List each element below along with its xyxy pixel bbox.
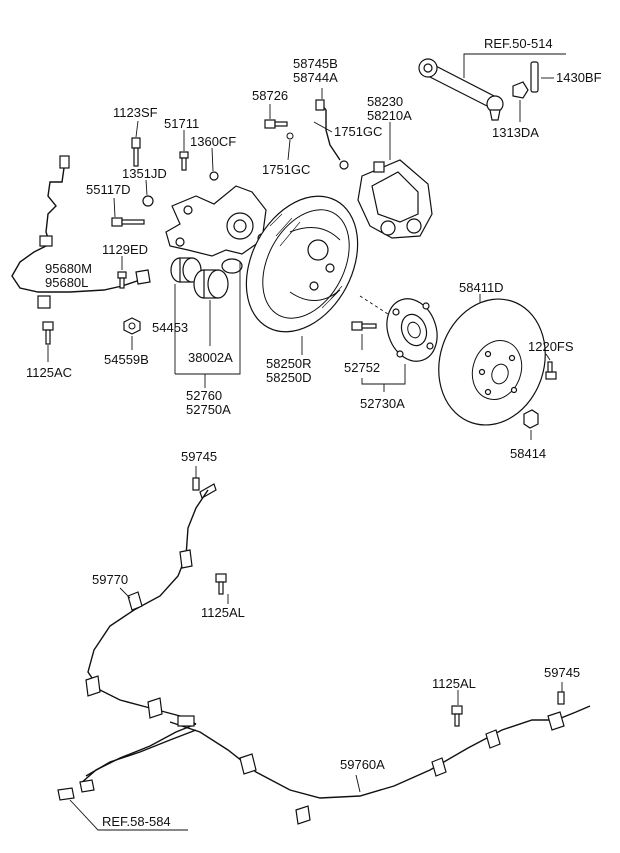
parking-cable-59770 [79,489,209,785]
nut-1313da [512,81,529,122]
rear-knuckle [165,185,267,257]
label-95680m[interactable]: 95680M [45,261,92,276]
label-1123sf[interactable]: 1123SF [113,105,158,120]
label-58250d[interactable]: 58250D [266,370,312,385]
bolt-1125al-upper [215,573,227,595]
label-1351jd[interactable]: 1351JD [122,166,167,181]
ref-58-584-callout[interactable]: REF.58-584 [69,799,188,831]
bolt-55117d [111,217,145,227]
label-58250r[interactable]: 58250R [266,356,312,371]
bolt-1129ed [117,271,127,289]
label-1751gc-upper[interactable]: 1751GC [334,124,382,139]
label-58414[interactable]: 58414 [510,446,546,461]
label-52760[interactable]: 52760 [186,388,222,403]
label-1125al-lower[interactable]: 1125AL [432,676,476,691]
label-1360cf[interactable]: 1360CF [190,134,236,149]
bushing-38002a [193,269,229,299]
bolt-51711 [179,151,189,171]
cable-end-59745-lower [557,691,565,705]
bolt-52752 [351,321,377,331]
parking-cable-59760a [57,705,591,825]
label-51711[interactable]: 51711 [164,116,199,131]
label-58744a[interactable]: 58744A [293,70,338,85]
label-1430bf[interactable]: 1430BF [556,70,602,85]
nut-54559b [123,317,141,335]
label-1313da[interactable]: 1313DA [492,125,539,140]
lateral-arm [418,58,504,121]
bolt-1125al-lower [451,705,463,727]
label-95680l[interactable]: 95680L [45,275,88,290]
bolt-1123sf [131,137,141,167]
label-52750a[interactable]: 52750A [186,402,231,417]
label-58230[interactable]: 58230 [367,94,403,109]
label-1125ac[interactable]: 1125AC [26,365,72,380]
label-54559b[interactable]: 54559B [104,352,149,367]
label-59745-lower[interactable]: 59745 [544,665,580,680]
label-38002a[interactable]: 38002A [188,350,233,365]
label-59745-upper[interactable]: 59745 [181,449,217,464]
ref-50-514-callout[interactable]: REF.50-514 [463,36,566,78]
bushing-54453 [170,257,202,283]
bolt-1125ac [42,321,54,345]
bolt-58726 [264,119,288,129]
label-52752[interactable]: 52752 [344,360,380,375]
label-1220fs[interactable]: 1220FS [528,339,574,354]
brake-disc [438,298,546,426]
label-59770[interactable]: 59770 [92,572,128,587]
brake-hose [315,99,349,170]
screw-1220fs [545,361,557,380]
label-58745b[interactable]: 58745B [293,56,338,71]
ref-58-584-label: REF.58-584 [102,814,171,829]
label-58726[interactable]: 58726 [252,88,288,103]
label-58411d[interactable]: 58411D [459,280,504,295]
bolt-1430bf [530,61,554,93]
label-59760a[interactable]: 59760A [340,757,385,772]
nut-58414 [523,409,539,429]
label-54453[interactable]: 54453 [152,320,188,335]
label-52730a[interactable]: 52730A [360,396,405,411]
wheel-hub [359,295,438,362]
label-1125al-upper[interactable]: 1125AL [201,605,245,620]
label-55117d[interactable]: 55117D [86,182,131,197]
label-1751gc-lower[interactable]: 1751GC [262,162,310,177]
ref-50-514-label: REF.50-514 [484,36,553,51]
brake-caliper [357,159,433,239]
backing-plate [245,195,359,333]
label-58210a[interactable]: 58210A [367,108,412,123]
label-1129ed[interactable]: 1129ED [102,242,148,257]
wheel-speed-sensor [11,155,151,309]
